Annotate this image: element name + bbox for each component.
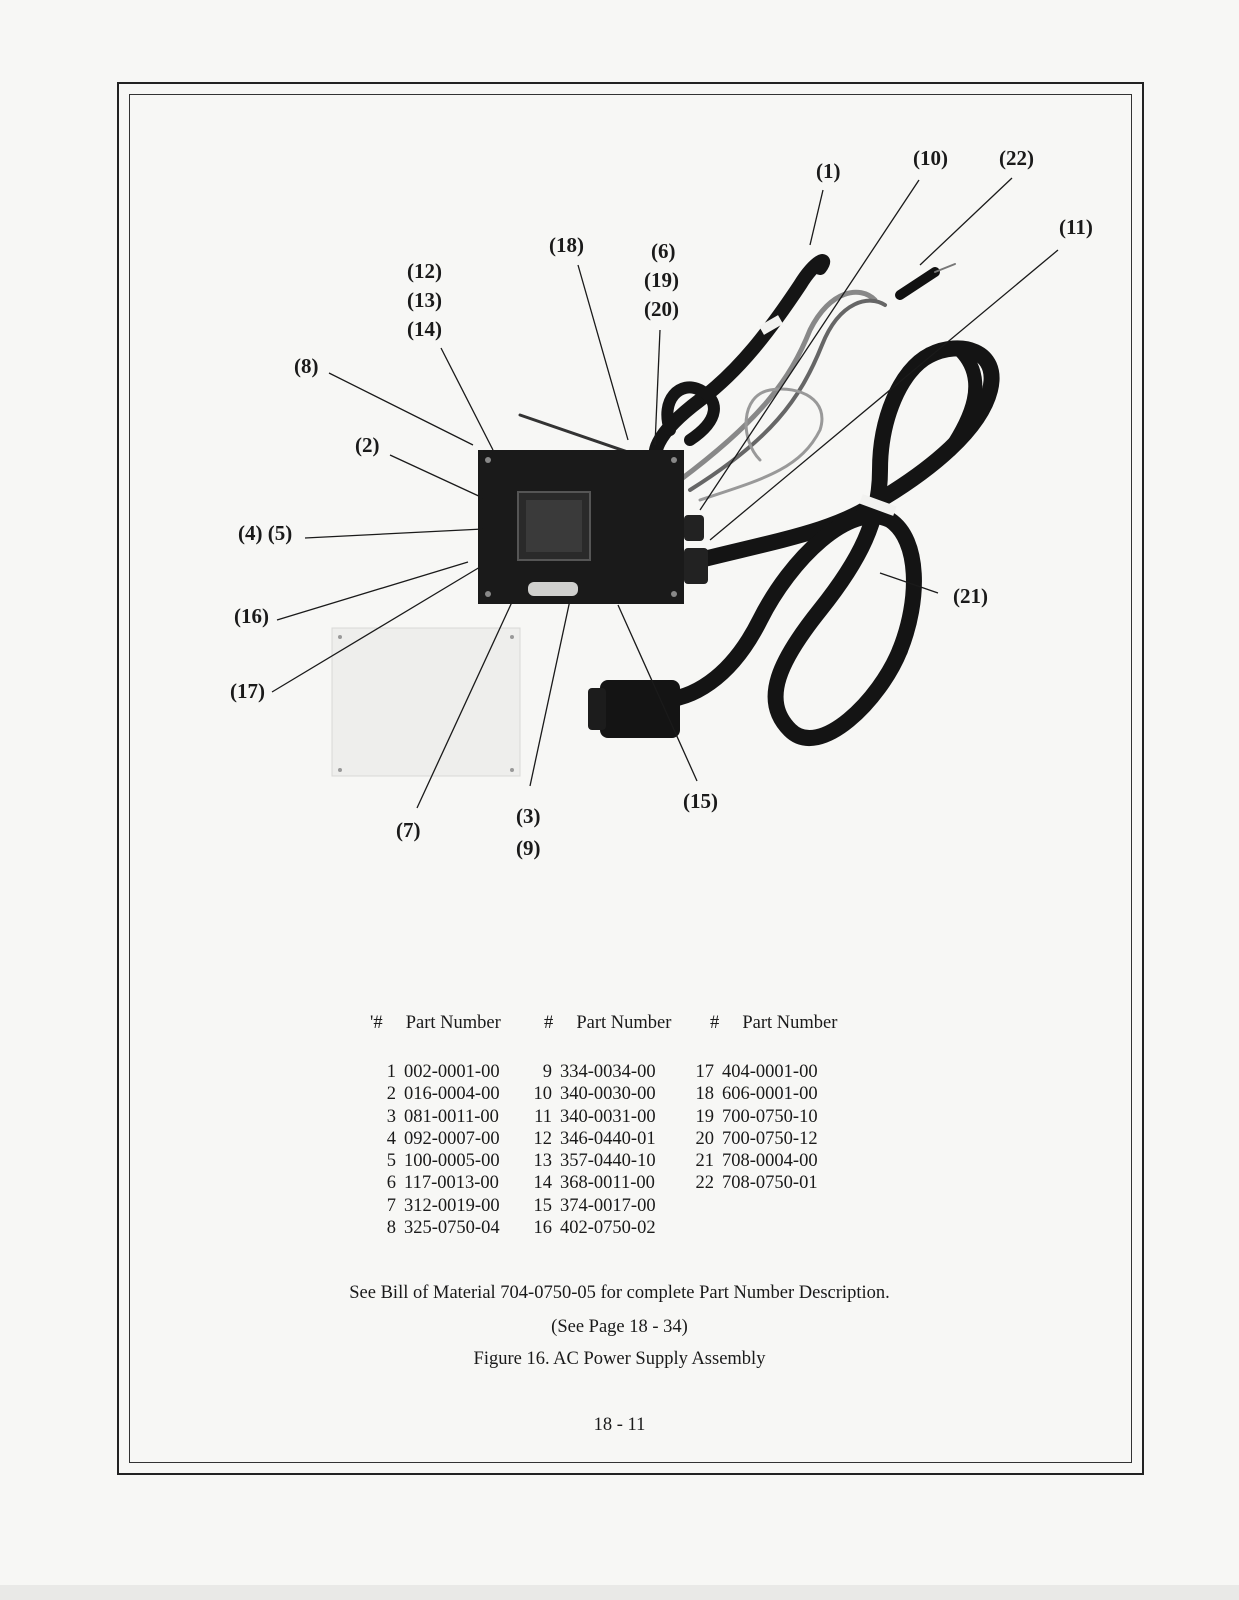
page-border-inner <box>129 94 1132 1463</box>
cover-plate <box>331 627 521 777</box>
callout-4-5: (4) (5) <box>238 521 292 545</box>
header-label: Part Number <box>742 1013 838 1033</box>
callout-11: (11) <box>1059 215 1093 239</box>
header-num: # <box>710 1013 720 1033</box>
callout-8: (8) <box>294 354 319 378</box>
callout-2: (2) <box>355 433 380 457</box>
callout-15: (15) <box>683 789 718 813</box>
callout-14: (14) <box>407 317 442 341</box>
callout-19: (19) <box>644 268 679 292</box>
cords <box>518 254 1000 746</box>
callout-13: (13) <box>407 288 442 312</box>
header-label: Part Number <box>405 1013 501 1033</box>
callout-18: (18) <box>549 233 584 257</box>
callout-12: (12) <box>407 259 442 283</box>
callout-1: (1) <box>816 159 841 183</box>
header-col-3: # Part Number <box>710 1013 837 1034</box>
ac-plug <box>600 680 680 738</box>
figure-caption: Figure 16. AC Power Supply Assembly <box>473 1349 766 1369</box>
callout-7: (7) <box>396 818 421 842</box>
header-num: # <box>544 1013 554 1033</box>
header-col-1: '# Part Number <box>370 1013 501 1034</box>
page-number: 18 - 11 <box>593 1415 646 1435</box>
fuse <box>528 582 578 596</box>
strain-relief-1 <box>684 515 704 541</box>
bom-note: See Bill of Material 704-0750-05 for com… <box>349 1283 890 1303</box>
strain-relief-2 <box>684 548 708 584</box>
page-border-outer <box>117 82 1144 1475</box>
callout-9: (9) <box>516 836 541 860</box>
assembly-photo: (1) (10) (22) (11) (18) (6) (19) (20) (1… <box>230 146 1093 860</box>
header-num: '# <box>370 1013 383 1033</box>
callout-22: (22) <box>999 146 1034 170</box>
callout-6: (6) <box>651 239 676 263</box>
callout-21: (21) <box>953 584 988 608</box>
callout-3: (3) <box>516 804 541 828</box>
scan-edge <box>0 1585 1239 1600</box>
callout-17: (17) <box>230 679 265 703</box>
leader-lines <box>271 177 1059 809</box>
callout-10: (10) <box>913 146 948 170</box>
header-col-2: # Part Number <box>544 1013 671 1034</box>
callout-20: (20) <box>644 297 679 321</box>
header-label: Part Number <box>576 1013 672 1033</box>
see-page-note: (See Page 18 - 34) <box>551 1317 688 1337</box>
callout-16: (16) <box>234 604 269 628</box>
